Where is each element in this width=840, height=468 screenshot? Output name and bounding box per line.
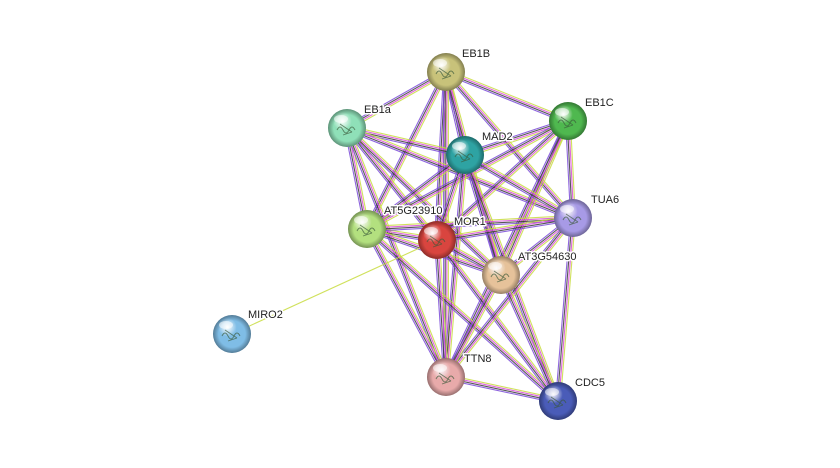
node-shade [348,210,386,248]
node-highlight [219,321,233,329]
node-label-halo: EB1B [462,48,490,60]
protein-structure-icon [221,329,241,342]
protein-structure-icon [356,224,376,237]
node-highlight [452,142,466,150]
node-label-halo: CDC5 [575,377,605,389]
edge-eb1b-tua6 [443,70,576,220]
node-shade [482,256,520,294]
node-shade [427,358,465,396]
protein-structure-icon [435,67,455,80]
edge-at5g23910-ttn8 [364,227,449,379]
edge-ttn8-cdc5 [445,374,559,404]
edge-mor1-tua6 [436,215,574,243]
edges-layer [231,69,576,404]
edge-mad2-at5g23910 [365,152,467,232]
edge-at3g54630-ttn8 [443,273,504,379]
protein-structure-icon [557,116,577,129]
node-label-halo: EB1C [585,97,614,109]
node-highlight [555,108,569,116]
node-highlight [354,216,368,224]
node-shade [328,109,366,147]
edge-eb1a-ttn8 [344,126,449,379]
edge-mor1-ttn8 [434,239,449,378]
edge-eb1b-eb1c [444,69,570,124]
node-label: MIRO2 [248,309,283,321]
protein-structure-icon [435,372,455,385]
node-shade [213,315,251,353]
node-label-halo: AT3G54630 [518,251,577,263]
node-label-halo: EB1a [364,104,392,116]
node-shade [418,221,456,259]
edge-eb1c-ttn8 [443,119,571,379]
node-label-halo: MOR1 [454,216,486,228]
edge-mad2-tua6 [463,152,575,221]
node-shade [446,136,484,174]
node-shade [554,199,592,237]
edge-eb1a-mad2 [346,125,466,158]
protein-structure-icon [547,396,567,409]
protein-structure-icon [336,123,356,136]
edge-mor1-cdc5 [434,238,561,403]
node-shade [549,102,587,140]
protein-structure-icon [454,150,474,163]
node-label: MOR1 [454,216,486,228]
node-label: TUA6 [591,194,619,206]
node-label-halo: MAD2 [482,131,513,143]
node-label-halo: AT5G23910 [384,205,443,217]
node-highlight [545,388,559,396]
node-highlight [560,205,574,213]
node-highlight [433,59,447,67]
node-highlight [433,364,447,372]
node-label: AT3G54630 [518,251,577,263]
protein-structure-icon [490,270,510,283]
node-label: TTN8 [464,353,492,365]
node-highlight [334,115,348,123]
node-label: EB1B [462,48,490,60]
node-label-halo: TTN8 [464,353,492,365]
edge-mor1-miro2 [231,239,438,335]
node-label-halo: TUA6 [591,194,619,206]
nodes-layer: EB1BEB1BEB1aEB1aEB1CEB1CMAD2MAD2AT5G2391… [213,47,621,420]
node-label: MAD2 [482,131,513,143]
node-label: EB1C [585,97,614,109]
edge-tua6-cdc5 [555,217,576,402]
node-highlight [424,227,438,235]
node-label: CDC5 [575,377,605,389]
node-shade [539,382,577,420]
protein-structure-icon [562,213,582,226]
node-label: AT5G23910 [384,205,443,217]
node-label-halo: MIRO2 [248,309,283,321]
node-shade [427,53,465,91]
node-label: EB1a [364,104,392,116]
protein-structure-icon [426,235,446,248]
node-highlight [488,262,502,270]
edge-at3g54630-cdc5 [498,273,561,403]
